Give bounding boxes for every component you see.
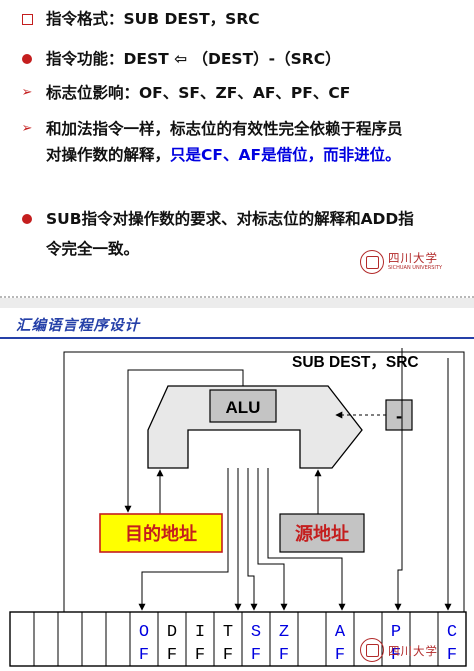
op-label: - bbox=[396, 406, 402, 426]
alu-shape bbox=[147, 385, 363, 469]
flag-letter: P bbox=[391, 623, 401, 642]
dest-label: 目的地址 bbox=[125, 523, 197, 545]
flag-letter: T bbox=[223, 623, 233, 642]
bullet-text-line2: 令完全一致。 bbox=[46, 240, 140, 258]
instruction-label: SUB DEST，SRC bbox=[292, 354, 419, 371]
flag-sub: F bbox=[279, 646, 289, 665]
title-rule bbox=[0, 337, 474, 339]
flag-sub: F bbox=[447, 646, 457, 665]
logo-cn-text: 四川大学 bbox=[388, 644, 438, 658]
flag-sub: F bbox=[167, 646, 177, 665]
flag-line-af bbox=[267, 468, 346, 611]
arrow-bullet-icon: ➢ bbox=[21, 121, 33, 136]
university-seal-icon bbox=[360, 250, 384, 274]
top-slide: 指令格式：SUB DEST，SRC 指令功能：DEST ⇦ （DEST）-（SR… bbox=[0, 0, 474, 298]
square-bullet-icon bbox=[20, 6, 34, 33]
bullet-text-line1: 和加法指令一样，标志位的有效性完全依赖于程序员 bbox=[46, 120, 403, 138]
flag-line-of bbox=[138, 468, 229, 611]
university-logo: 四川大学 SICHUAN UNIVERSITY bbox=[360, 250, 470, 280]
bullet-text-line1: SUB指令对操作数的要求、对标志位的解释和ADD指 bbox=[46, 210, 414, 228]
flag-letter: C bbox=[447, 623, 457, 642]
flag-register-frame bbox=[9, 611, 467, 667]
flag-letter: I bbox=[195, 623, 205, 642]
flag-sub: F bbox=[195, 646, 205, 665]
flag-sub: F bbox=[251, 646, 261, 665]
flag-sub: F bbox=[223, 646, 233, 665]
dot-bullet-icon bbox=[20, 46, 34, 72]
bullet-text-plain: 对操作数的解释， bbox=[46, 146, 171, 164]
logo-en-text: SICHUAN UNIVERSITY bbox=[388, 265, 442, 271]
flag-sub: F bbox=[335, 646, 345, 665]
src-box bbox=[279, 513, 365, 553]
bullet-text: 指令格式：SUB DEST，SRC bbox=[46, 10, 260, 28]
flag-line-sf bbox=[247, 468, 258, 611]
flag-line-pf bbox=[394, 348, 403, 611]
university-logo-bottom: 四川大学 bbox=[360, 638, 470, 666]
arrow-bullet-icon: ➢ bbox=[21, 85, 33, 100]
flag-letter: O bbox=[139, 623, 149, 642]
result-arrow bbox=[124, 369, 244, 513]
src-label: 源地址 bbox=[295, 523, 349, 545]
alu-box bbox=[209, 389, 277, 423]
dot-bullet-icon bbox=[20, 206, 34, 232]
frame-line bbox=[63, 351, 465, 614]
flag-sub: F bbox=[391, 646, 401, 665]
flag-letter: A bbox=[335, 623, 346, 642]
op-box bbox=[385, 399, 413, 431]
bullet-text-highlight: 只是CF、AF是借位，而非进位。 bbox=[170, 146, 401, 164]
bullet-text: 指令功能：DEST ⇦ （DEST）-（SRC） bbox=[46, 50, 341, 68]
slide-separator bbox=[0, 298, 474, 308]
university-seal-icon bbox=[360, 638, 384, 662]
page-divider bbox=[0, 296, 474, 298]
course-title: 汇编语言程序设计 bbox=[16, 318, 140, 334]
dest-box bbox=[99, 513, 223, 553]
bottom-slide: 汇编语言程序设计 SUB DEST，SRC ALU - 目的地址 源地址 bbox=[0, 308, 474, 671]
bullet-text: 标志位影响：OF、SF、ZF、AF、PF、CF bbox=[46, 84, 351, 102]
flag-sub: F bbox=[139, 646, 149, 665]
logo-cn-text: 四川大学 bbox=[388, 251, 438, 265]
flag-letter: D bbox=[167, 623, 177, 642]
flag-line-zf bbox=[257, 468, 288, 611]
alu-label: ALU bbox=[226, 398, 261, 417]
flag-letter: Z bbox=[279, 623, 289, 642]
flag-letter: S bbox=[251, 623, 261, 642]
